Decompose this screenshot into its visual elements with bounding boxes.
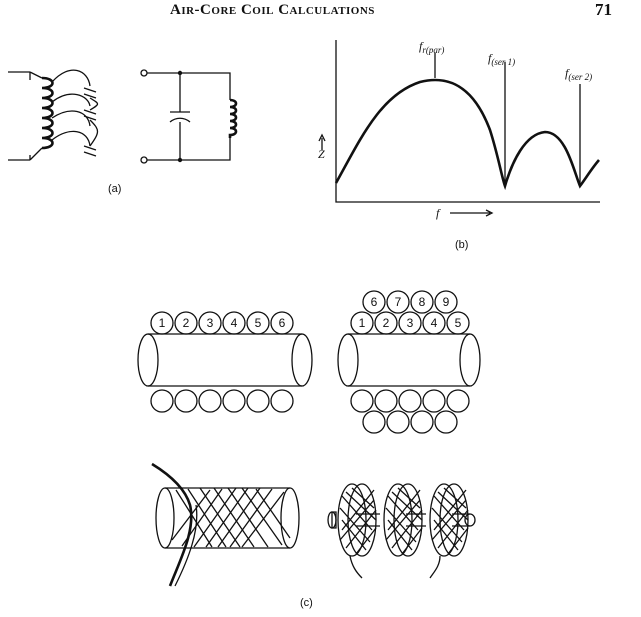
series-resonance-2-label: f(ser 2) (565, 66, 592, 82)
parallel-resonance-label: fr(par) (419, 39, 444, 55)
double-layer-turns: 1 2 3 4 5 6 7 8 9 (350, 290, 470, 335)
turn-number: 5 (455, 316, 462, 330)
turn-number: 8 (419, 295, 426, 309)
turn-number: 4 (231, 316, 238, 330)
coil-distributed-capacitance-diagram (8, 69, 99, 161)
series-resonance-1-label: f(ser 1) (488, 51, 515, 67)
turn-number: 6 (279, 316, 286, 330)
running-header: Air-Core Coil Calculations (170, 2, 375, 18)
crosswound-coil-diagram (151, 462, 300, 587)
pie-section-3 (429, 483, 469, 557)
figure-a-label: (a) (108, 183, 121, 195)
pie-wound-coil-diagram (327, 483, 476, 579)
page-number: 71 (595, 0, 612, 19)
turn-number: 9 (443, 295, 450, 309)
y-axis-label: Z (318, 147, 325, 161)
single-layer-winding-diagram: 1 2 3 4 5 6 (137, 311, 313, 413)
single-layer-turns: 1 2 3 4 5 6 (150, 311, 294, 335)
turn-number: 3 (207, 316, 214, 330)
figure-b-label: (b) (455, 239, 468, 251)
turn-number: 7 (395, 295, 402, 309)
double-layer-winding-diagram: 1 2 3 4 5 6 7 8 9 (337, 290, 481, 434)
pie-section-1 (337, 483, 377, 557)
turn-number: 1 (359, 316, 366, 330)
turn-number: 2 (183, 316, 190, 330)
turn-number: 5 (255, 316, 262, 330)
turn-number: 6 (371, 295, 378, 309)
impedance-frequency-graph (318, 40, 600, 217)
turn-number: 1 (159, 316, 166, 330)
figure-c-label: (c) (300, 597, 313, 609)
pie-section-2 (383, 483, 423, 557)
turn-number: 3 (407, 316, 414, 330)
turn-number: 4 (431, 316, 438, 330)
turn-number: 2 (383, 316, 390, 330)
equivalent-circuit-diagram (140, 69, 238, 164)
x-axis-label: f (436, 206, 441, 220)
